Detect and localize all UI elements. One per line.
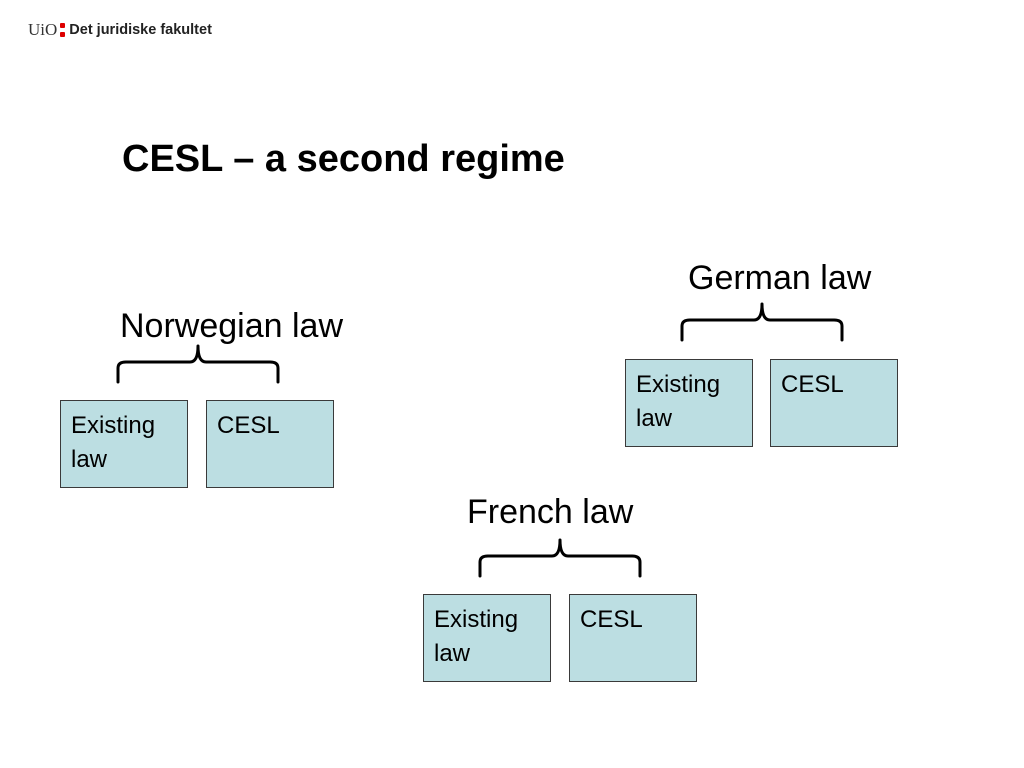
box-norwegian-existing-law: Existing law (60, 400, 188, 488)
logo-colon-icon (60, 23, 66, 37)
box-german-existing-law: Existing law (625, 359, 753, 447)
group-label-french: French law (467, 493, 634, 531)
brace-german-icon (680, 302, 844, 342)
box-french-cesl: CESL (569, 594, 697, 682)
box-french-existing-law: Existing law (423, 594, 551, 682)
slide-title: CESL – a second regime (122, 138, 565, 180)
group-label-norwegian: Norwegian law (120, 307, 343, 345)
brace-french-icon (478, 538, 642, 578)
box-norwegian-cesl: CESL (206, 400, 334, 488)
logo-uio-text: UiO (28, 20, 58, 39)
group-label-german: German law (688, 259, 872, 297)
brace-norwegian-icon (116, 344, 280, 384)
box-german-cesl: CESL (770, 359, 898, 447)
faculty-name: Det juridiske fakultet (69, 22, 212, 38)
uio-logo: UiO Det juridiske fakultet (28, 20, 212, 40)
